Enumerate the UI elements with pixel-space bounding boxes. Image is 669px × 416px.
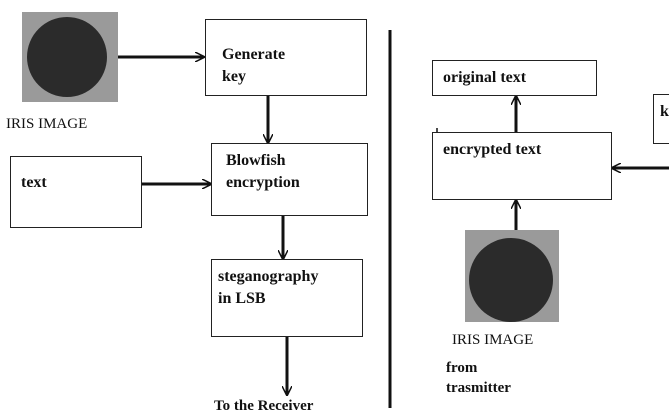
iris-pupil xyxy=(27,17,107,97)
to-receiver-label: To the Receiver xyxy=(214,398,314,414)
iris-image-left xyxy=(22,12,118,102)
key-partial-label: k xyxy=(660,103,669,120)
encrypted-text-label: encrypted text xyxy=(443,141,542,158)
encrypted-text-box: encrypted text xyxy=(432,132,612,200)
blowfish-encryption-label: Blowfish encryption xyxy=(226,152,300,191)
iris-caption-right: IRIS IMAGE xyxy=(452,332,534,348)
text-input-label: text xyxy=(21,174,47,191)
text-input-box: text xyxy=(10,156,142,228)
original-text-label: original text xyxy=(443,69,527,86)
steganography-box: steganography in LSB xyxy=(211,259,363,337)
original-text-box: original text xyxy=(432,60,597,96)
blowfish-encryption-box: Blowfish encryption xyxy=(211,143,368,216)
from-transmitter-label: from trasmitter xyxy=(446,360,511,396)
iris-pupil xyxy=(469,238,553,322)
steganography-label: steganography in LSB xyxy=(218,268,319,307)
generate-key-label: Generate key xyxy=(222,46,286,85)
iris-image-right xyxy=(465,230,559,322)
iris-caption-left: IRIS IMAGE xyxy=(6,116,88,132)
key-box-partial: k xyxy=(653,94,669,144)
generate-key-box: Generate key xyxy=(205,19,367,96)
